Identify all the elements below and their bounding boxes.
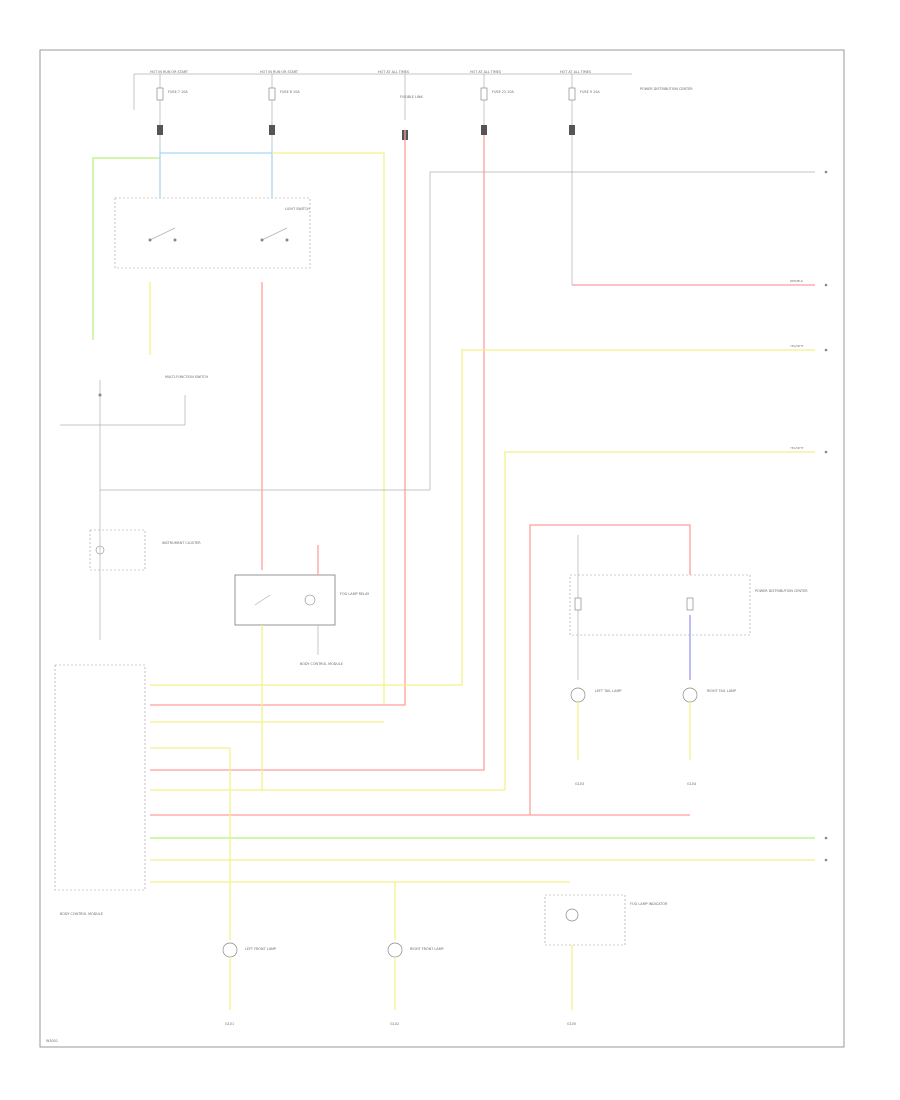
fuse-label-a: FUSE 7 10A: [168, 90, 188, 94]
fuse-column-4: FUSE 22 10A: [480, 74, 515, 130]
top-fuse-label-4: HOT AT ALL TIMES: [470, 70, 501, 74]
bcm-label-left: BODY CONTROL MODULE: [60, 912, 103, 916]
right-terminals: [824, 170, 828, 862]
top-fuse-label-1: HOT IN RUN OR START: [150, 70, 189, 74]
fuse-label-b: FUSE 8 10A: [280, 90, 300, 94]
fuse-column-5: FUSE 9 10A POWER DISTRIBUTION CENTER: [568, 74, 693, 130]
bcm-output-wires: [150, 625, 815, 883]
fuse-column-2: FUSE 8 10A: [268, 74, 300, 150]
top-fuse-bus: HOT IN RUN OR START HOT IN RUN OR START …: [133, 70, 632, 110]
svg-text:RED/BLK: RED/BLK: [790, 279, 804, 283]
left-front-lamp: LEFT FRONT LAMP G101: [222, 748, 276, 1026]
wire-yellow-350: YEL/WHT: [461, 344, 815, 685]
wire-fuse-5: RED/BLK: [571, 135, 815, 286]
right-lamp-label: RIGHT FRONT LAMP: [410, 947, 444, 951]
wire-green-blue-top: [92, 150, 385, 705]
svg-text:YEL/WHT: YEL/WHT: [790, 344, 804, 348]
ground-3: G103: [575, 782, 584, 786]
wire-red-fusible: [150, 130, 406, 706]
fuse-label-e: FUSE 9 10A: [580, 90, 600, 94]
fuse-column-1: FUSE 7 10A: [156, 74, 188, 150]
top-connectors: [157, 125, 575, 140]
fuse-column-3: FUSIBLE LINK: [400, 74, 423, 120]
ground-4: G104: [687, 782, 696, 786]
ground-1: G101: [225, 1022, 234, 1026]
ground-5: G105: [567, 1022, 576, 1026]
wire-yellow-switch: [149, 282, 263, 570]
fog-lamp-relay-label: FOG LAMP RELAY: [340, 592, 370, 596]
light-switch: LIGHT SWITCH: [114, 197, 311, 269]
wire-grey-right: [100, 171, 815, 491]
light-switch-label: LIGHT SWITCH: [285, 207, 310, 211]
right-tail-label: RIGHT TAIL LAMP: [707, 689, 736, 693]
svg-text:YEL/WHT: YEL/WHT: [790, 446, 804, 450]
instrument-cluster-label: INSTRUMENT CLUSTER: [162, 541, 201, 545]
left-lamp-label: LEFT FRONT LAMP: [245, 947, 276, 951]
wire-red-fuse-4: [150, 135, 485, 771]
pdc-label-right: POWER DISTRIBUTION CENTER: [640, 87, 693, 91]
fog-lamp-relay: FOG LAMP RELAY BODY CONTROL MODULE: [234, 545, 370, 666]
multifunction-label: MULTI-FUNCTION SWITCH: [165, 375, 209, 379]
multifunction-switch: MULTI-FUNCTION SWITCH: [60, 375, 209, 640]
footer-code: W3001: [46, 1039, 58, 1043]
left-tail-lamp: LEFT TAIL LAMP G103: [570, 687, 621, 786]
right-tail-lamp: RIGHT TAIL LAMP G104: [682, 687, 736, 786]
instrument-cluster-left: INSTRUMENT CLUSTER: [89, 529, 201, 571]
ground-2: G102: [390, 1022, 399, 1026]
right-front-lamp: RIGHT FRONT LAMP G102: [387, 882, 444, 1026]
fusible-label: FUSIBLE LINK: [400, 95, 423, 99]
pdc-right-label: POWER DISTRIBUTION CENTER: [755, 589, 808, 593]
pdc-right-box: POWER DISTRIBUTION CENTER: [529, 524, 808, 815]
bcm-label-relay: BODY CONTROL MODULE: [300, 662, 343, 666]
left-tail-label: LEFT TAIL LAMP: [595, 689, 621, 693]
fuse-label-d: FUSE 22 10A: [492, 90, 515, 94]
wire-yellow-450: YEL/WHT: [504, 446, 815, 790]
top-fuse-label-5: HOT AT ALL TIMES: [560, 70, 591, 74]
top-fuse-label-2: HOT IN RUN OR START: [260, 70, 299, 74]
diagram-frame: [39, 49, 845, 1048]
fog-indicator-label: FOG LAMP INDICATOR: [630, 902, 668, 906]
body-control-module: BODY CONTROL MODULE: [54, 664, 146, 916]
top-fuse-label-3: HOT AT ALL TIMES: [378, 70, 409, 74]
fog-indicator: FOG LAMP INDICATOR G105: [544, 894, 668, 1026]
